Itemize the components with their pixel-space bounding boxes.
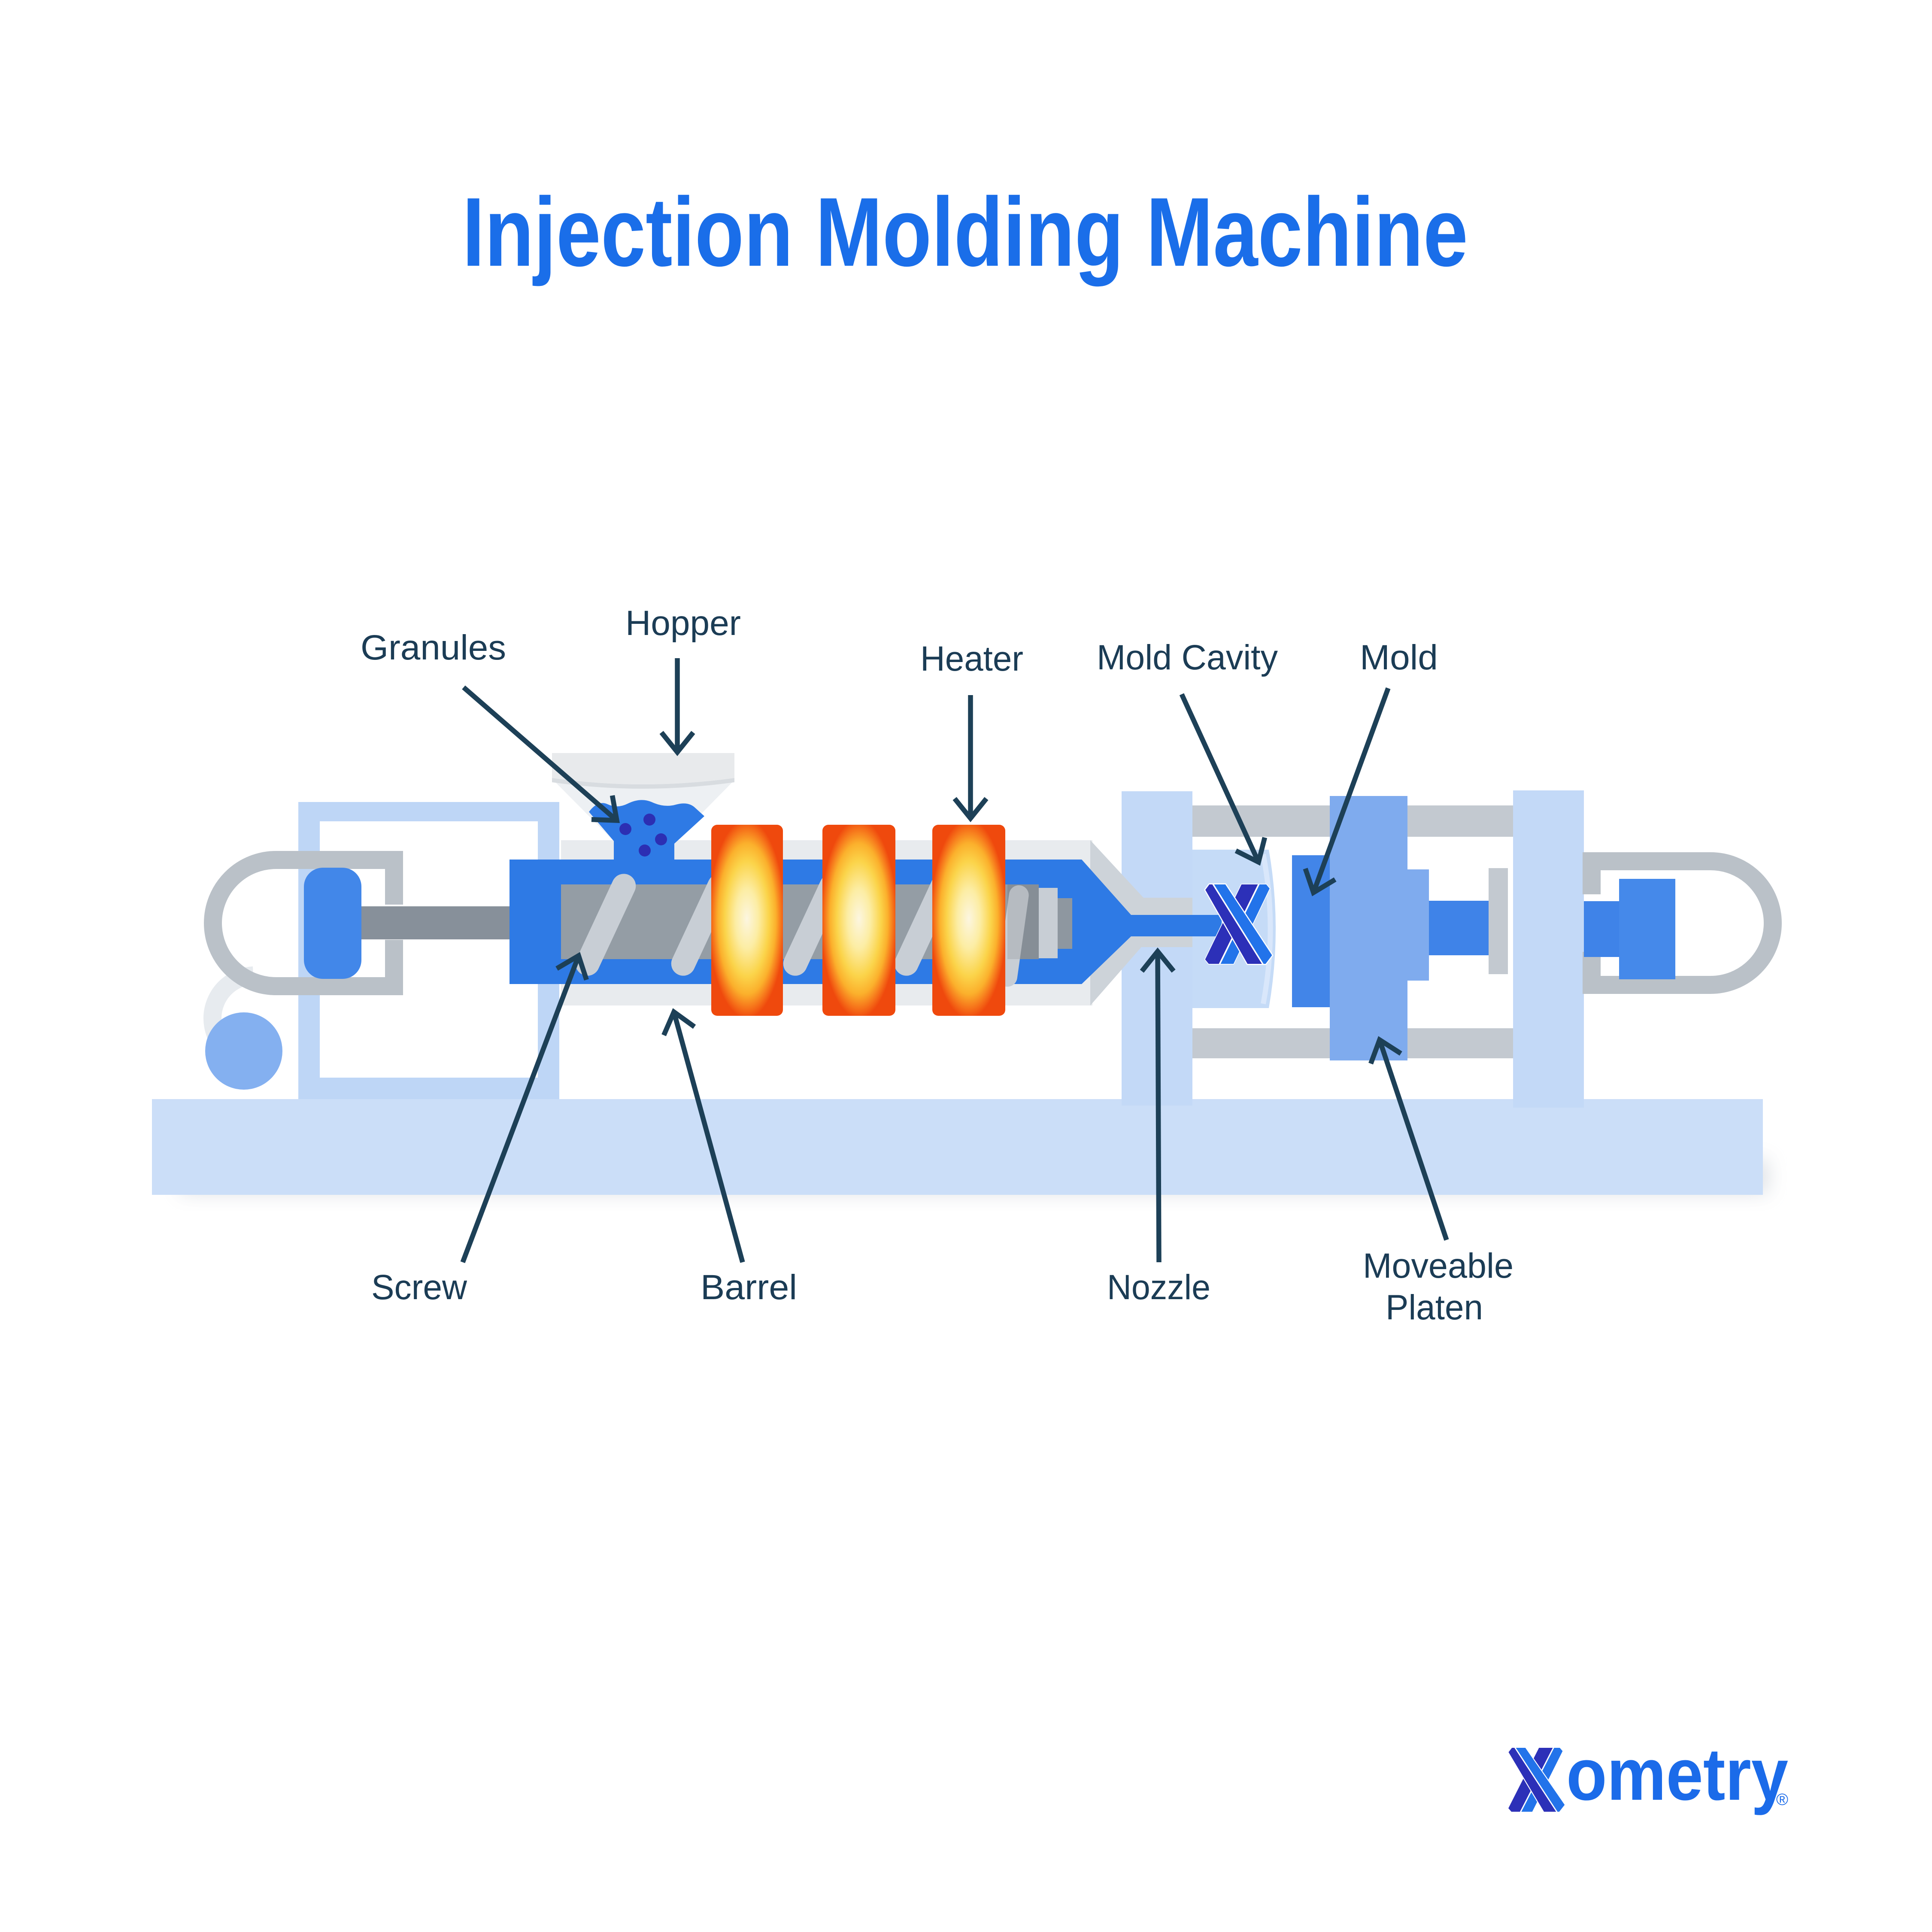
svg-text:Platen: Platen xyxy=(1386,1288,1483,1327)
svg-text:Heater: Heater xyxy=(920,639,1023,678)
svg-text:Nozzle: Nozzle xyxy=(1107,1268,1210,1307)
svg-text:Injection Molding Machine: Injection Molding Machine xyxy=(462,178,1468,287)
svg-text:Barrel: Barrel xyxy=(701,1268,797,1307)
svg-text:ometry: ometry xyxy=(1566,1733,1788,1816)
svg-text:Screw: Screw xyxy=(371,1268,467,1307)
svg-text:®: ® xyxy=(1776,1791,1788,1809)
svg-text:Mold: Mold xyxy=(1360,638,1438,677)
svg-text:Moveable: Moveable xyxy=(1363,1246,1513,1285)
svg-text:Mold Cavity: Mold Cavity xyxy=(1097,638,1278,677)
svg-text:Granules: Granules xyxy=(361,628,506,667)
svg-text:Hopper: Hopper xyxy=(625,604,741,643)
